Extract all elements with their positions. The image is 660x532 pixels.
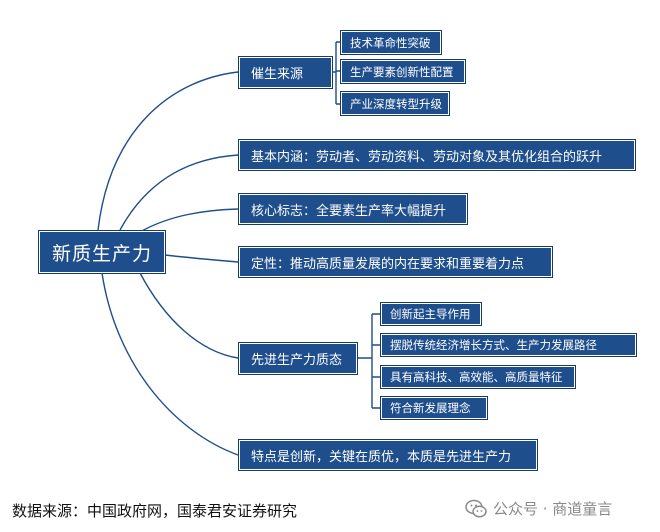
connector-root-sign — [139, 208, 239, 233]
connector-root-catalyst — [97, 71, 239, 231]
quality-item-1: 创新起主导作用 — [380, 302, 482, 326]
connector-root-nature — [164, 254, 239, 263]
connector-root-quality — [139, 272, 239, 359]
connector-root-trait — [101, 272, 239, 456]
catalyst-item-3: 产业深度转型升级 — [340, 91, 450, 116]
connector-root-content — [119, 154, 239, 231]
branch-trait: 特点是创新，关键在质优，本质是先进生产力 — [238, 439, 538, 471]
watermark-text: 公众号 · 商道童言 — [493, 500, 613, 518]
catalyst-item-1: 技术革命性突破 — [340, 30, 442, 55]
connector-catalyst-children — [333, 41, 340, 105]
quality-item-4: 符合新发展理念 — [380, 396, 488, 420]
branch-catalyst: 催生来源 — [238, 56, 333, 89]
branch-nature: 定性：推动高质量发展的内在要求和重要着力点 — [238, 246, 553, 278]
branch-sign: 核心标志：全要素生产率大幅提升 — [238, 193, 468, 225]
branch-content: 基本内涵：劳动者、劳动资料、劳动对象及其优化组合的跃升 — [238, 139, 636, 171]
branch-quality: 先进生产力质态 — [238, 342, 358, 375]
wechat-icon — [465, 499, 487, 517]
watermark: 公众号 · 商道童言 — [465, 498, 612, 519]
data-source: 数据来源：中国政府网，国泰君安证券研究 — [12, 502, 298, 520]
root-node: 新质生产力 — [38, 230, 166, 274]
quality-item-3: 具有高科技、高效能、高质量特征 — [380, 365, 576, 389]
quality-item-2: 摆脱传统经济增长方式、生产力发展路径 — [380, 333, 637, 357]
connector-quality-children — [358, 313, 380, 409]
catalyst-item-2: 生产要素创新性配置 — [340, 59, 466, 84]
